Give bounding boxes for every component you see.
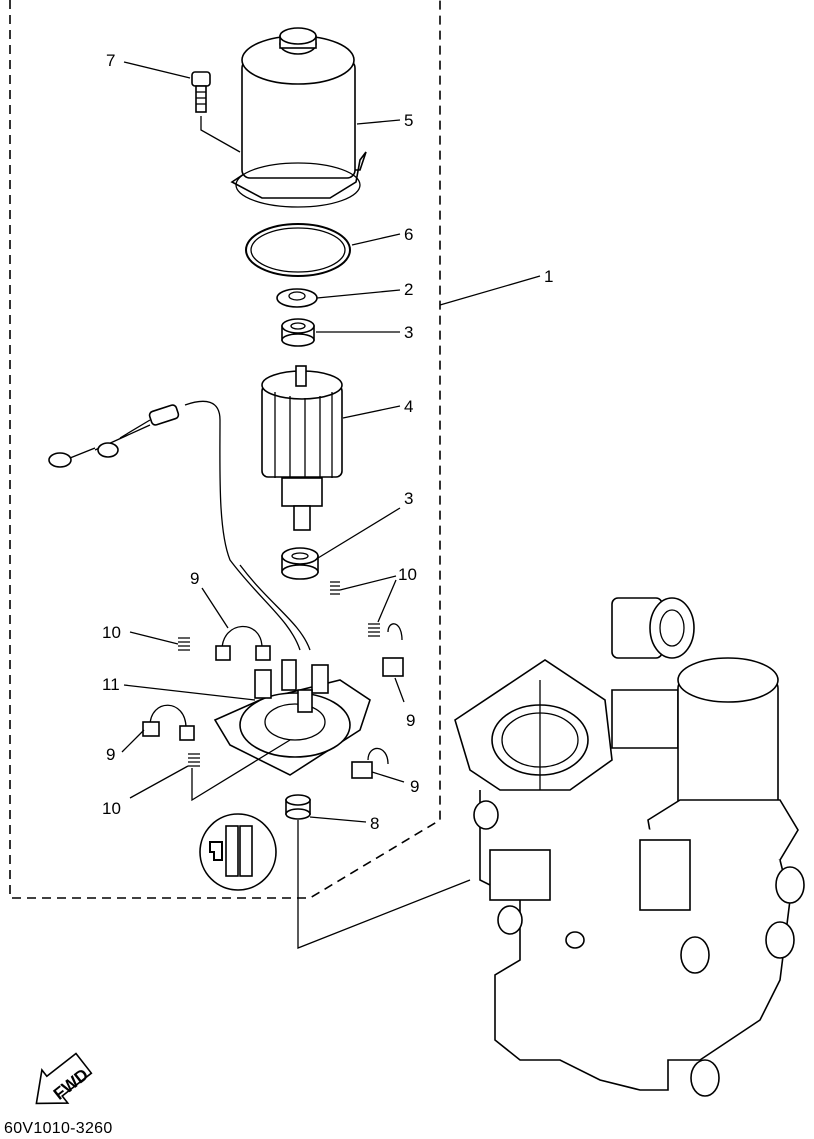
spring [188,753,200,767]
brush [142,704,195,741]
fwd-arrow-icon: FWD [35,1052,93,1105]
reference-line [297,820,471,949]
spring [330,581,340,595]
callout-7: 7 [106,51,115,70]
assembly-boundary [9,0,441,899]
motor-yoke [230,27,367,208]
trim-tilt-unit [454,597,805,1097]
callout-9: 9 [406,711,415,730]
brush [215,625,271,661]
callout-4: 4 [404,397,413,416]
lead-wire [48,400,311,651]
bolt [191,71,241,153]
armature [261,365,343,531]
callout-3: 3 [404,323,413,342]
callout-10: 10 [398,565,417,584]
callout-10: 10 [102,623,121,642]
callout-3: 3 [404,489,413,508]
spring [178,637,190,651]
callout-1: 1 [544,267,553,286]
oil-seal [276,288,318,308]
callout-8: 8 [370,814,379,833]
callout-9: 9 [190,569,199,588]
callout-11: 11 [102,675,120,694]
reference-line [191,739,291,802]
detail-circle [199,813,277,891]
callout-10: 10 [102,799,121,818]
bearing-lower [281,547,319,580]
callout-6: 6 [404,225,413,244]
brush [351,747,389,779]
bearing-upper [281,318,315,347]
bushing [285,794,311,820]
brush [382,623,404,677]
callout-5: 5 [404,111,413,130]
o-ring [245,223,351,277]
callout-9: 9 [410,777,419,796]
drawing-code: 60V1010-3260 [4,1120,113,1137]
spring [368,623,380,637]
brush-holder [213,659,371,776]
callout-9: 9 [106,745,115,764]
callout-2: 2 [404,280,413,299]
leader-lines [121,61,541,823]
